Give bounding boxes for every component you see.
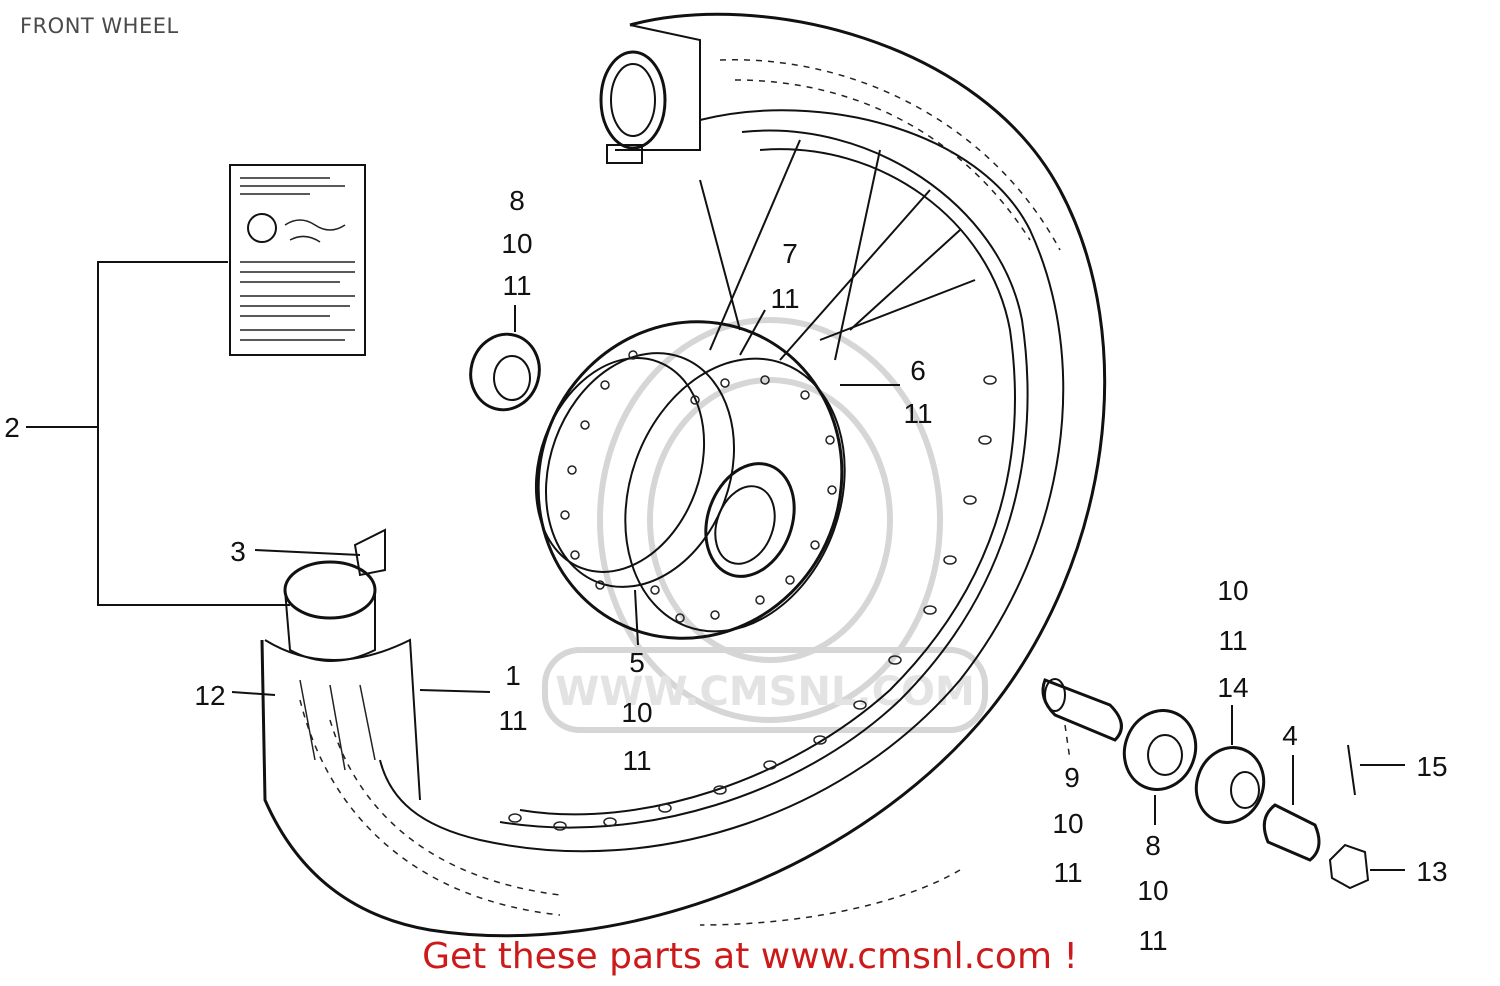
- part-14-seal: [1194, 705, 1266, 824]
- part-9-spacer: [1041, 678, 1123, 761]
- callout-8-top-line2: 10: [501, 228, 532, 259]
- part-8-nut-top: [469, 305, 541, 412]
- callout-4: 4: [1282, 720, 1298, 751]
- callout-8-top-line1: 8: [509, 185, 525, 216]
- callout-6-line1: 6: [910, 355, 926, 386]
- wheel-tire: [260, 12, 1107, 938]
- callout-8-bottom-line2: 10: [1137, 875, 1168, 906]
- part-15-cotter-pin: [1347, 744, 1405, 796]
- part-8-bearing: [1122, 709, 1198, 825]
- callout-1-line2: 11: [498, 705, 527, 736]
- callout-5-line3: 11: [622, 745, 651, 776]
- callout-14-line1: 10: [1217, 575, 1248, 606]
- callout-8-bottom-line1: 8: [1145, 830, 1161, 861]
- callout-12: 12: [194, 680, 225, 711]
- callout-6-line2: 11: [903, 398, 932, 429]
- cta-link[interactable]: Get these parts at www.cmsnl.com !: [422, 936, 1078, 977]
- cmsnl-watermark: WWW.CMSNL.COM: [542, 317, 988, 733]
- hub-flange-holes: [560, 350, 837, 623]
- tube-cutaway-bottom: [264, 528, 421, 801]
- callout-7-line2: 11: [770, 283, 799, 314]
- diagram-title: FRONT WHEEL: [20, 14, 179, 38]
- callout-1-line1: 1: [505, 660, 521, 691]
- callout-5-line1: 5: [629, 647, 645, 678]
- callout-8-bottom-line3: 11: [1138, 925, 1167, 956]
- callout-9-line1: 9: [1064, 762, 1080, 793]
- callout-leaders: [231, 309, 900, 696]
- callout-15: 15: [1416, 751, 1447, 782]
- callout-3: 3: [230, 536, 246, 567]
- part-13-axle-nut: [1328, 843, 1405, 890]
- callout-13: 13: [1416, 856, 1447, 887]
- wheel-spokes: [699, 139, 976, 361]
- callout-8-top-line3: 11: [502, 270, 531, 301]
- callout-9-line3: 11: [1053, 857, 1082, 888]
- callout-2-bracket: [26, 261, 290, 606]
- callout-9-line2: 10: [1052, 808, 1083, 839]
- tube-cutaway-top: [599, 24, 701, 164]
- callout-2: 2: [4, 412, 20, 443]
- callout-14-line3: 14: [1217, 672, 1248, 703]
- callout-5-line2: 10: [621, 697, 652, 728]
- callout-14-line2: 11: [1218, 625, 1247, 656]
- part-4-collar: [1262, 755, 1321, 862]
- warning-label-sheet: [229, 164, 366, 356]
- rim-spoke-holes: [508, 375, 997, 831]
- callout-7-line1: 7: [782, 238, 798, 269]
- watermark-text: WWW.CMSNL.COM: [555, 669, 975, 715]
- wheel-hub: [534, 320, 846, 640]
